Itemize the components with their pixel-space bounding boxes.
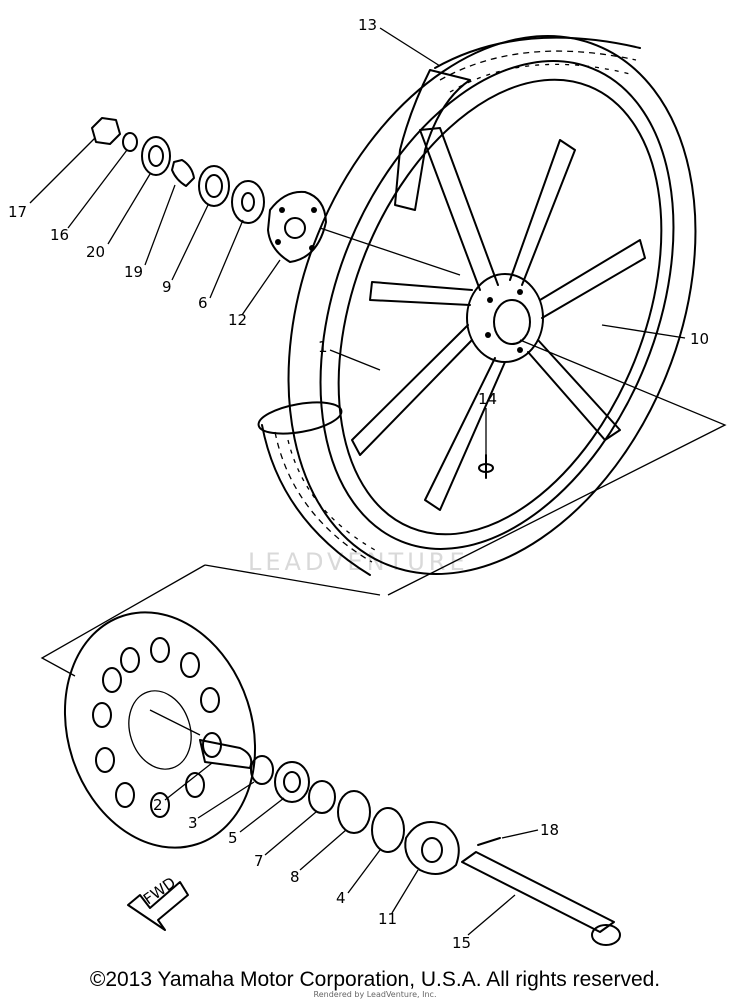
sprocket-flange bbox=[267, 190, 327, 263]
callout-4: 4 bbox=[336, 889, 346, 907]
tire-cutaway bbox=[394, 69, 471, 211]
callout-11: 11 bbox=[378, 910, 397, 928]
wheel-assembly bbox=[257, 35, 697, 576]
watermark-text: LEADVENTURE bbox=[248, 548, 469, 576]
tire-section-bottom bbox=[257, 401, 343, 435]
callout-12: 12 bbox=[228, 311, 247, 329]
cotter-pin bbox=[477, 837, 501, 846]
wheel-spokes bbox=[351, 127, 646, 511]
rendered-by-credit: Rendered by LeadVenture, Inc. bbox=[313, 990, 437, 999]
callout-6: 6 bbox=[198, 294, 208, 312]
gear-housing bbox=[404, 821, 460, 875]
ring-4 bbox=[371, 807, 405, 853]
tread-top bbox=[434, 36, 641, 69]
callout-14: 14 bbox=[478, 390, 497, 408]
rim-inner bbox=[337, 78, 663, 536]
callout-5: 5 bbox=[228, 829, 238, 847]
bearing-2 bbox=[231, 180, 265, 224]
svg-text:FWD: FWD bbox=[140, 873, 179, 908]
callout-7: 7 bbox=[254, 852, 264, 870]
rim-outer bbox=[319, 60, 675, 550]
assembly-plane-lines bbox=[40, 339, 727, 677]
callout-18: 18 bbox=[540, 821, 559, 839]
axle-nut bbox=[91, 117, 121, 145]
callout-20: 20 bbox=[86, 243, 105, 261]
gear-7 bbox=[308, 780, 336, 814]
tire-outer bbox=[287, 35, 697, 575]
oil-seal bbox=[141, 136, 171, 176]
hub-bore bbox=[493, 299, 531, 345]
callout-15: 15 bbox=[452, 934, 471, 952]
leader-lines bbox=[29, 27, 686, 936]
bearing bbox=[198, 165, 230, 207]
bearing-5 bbox=[274, 761, 310, 803]
disc-holes bbox=[92, 637, 222, 818]
brake-disc bbox=[63, 611, 257, 849]
washer bbox=[122, 132, 138, 152]
callout-13: 13 bbox=[358, 16, 377, 34]
callout-2: 2 bbox=[153, 796, 163, 814]
brake-disc-assembly bbox=[63, 611, 621, 946]
callout-16: 16 bbox=[50, 226, 69, 244]
fwd-arrow: FWD bbox=[127, 873, 189, 931]
callout-1: 1 bbox=[318, 338, 328, 356]
collar bbox=[171, 159, 195, 187]
seal-8 bbox=[337, 790, 371, 834]
upper-hardware bbox=[91, 117, 461, 276]
tread-bottom bbox=[261, 424, 371, 576]
copyright-notice: ©2013 Yamaha Motor Corporation, U.S.A. A… bbox=[89, 968, 661, 991]
callout-3: 3 bbox=[188, 814, 198, 832]
callout-10: 10 bbox=[690, 330, 709, 348]
callout-9: 9 bbox=[162, 278, 172, 296]
callout-8: 8 bbox=[290, 868, 300, 886]
callout-17: 17 bbox=[8, 203, 27, 221]
collar-3 bbox=[250, 755, 274, 785]
callout-19: 19 bbox=[124, 263, 143, 281]
front-axle bbox=[461, 851, 615, 933]
spacer bbox=[199, 739, 253, 769]
callout-labels: 13 17 16 20 19 9 6 12 1 10 14 2 3 5 7 8 … bbox=[8, 16, 709, 952]
